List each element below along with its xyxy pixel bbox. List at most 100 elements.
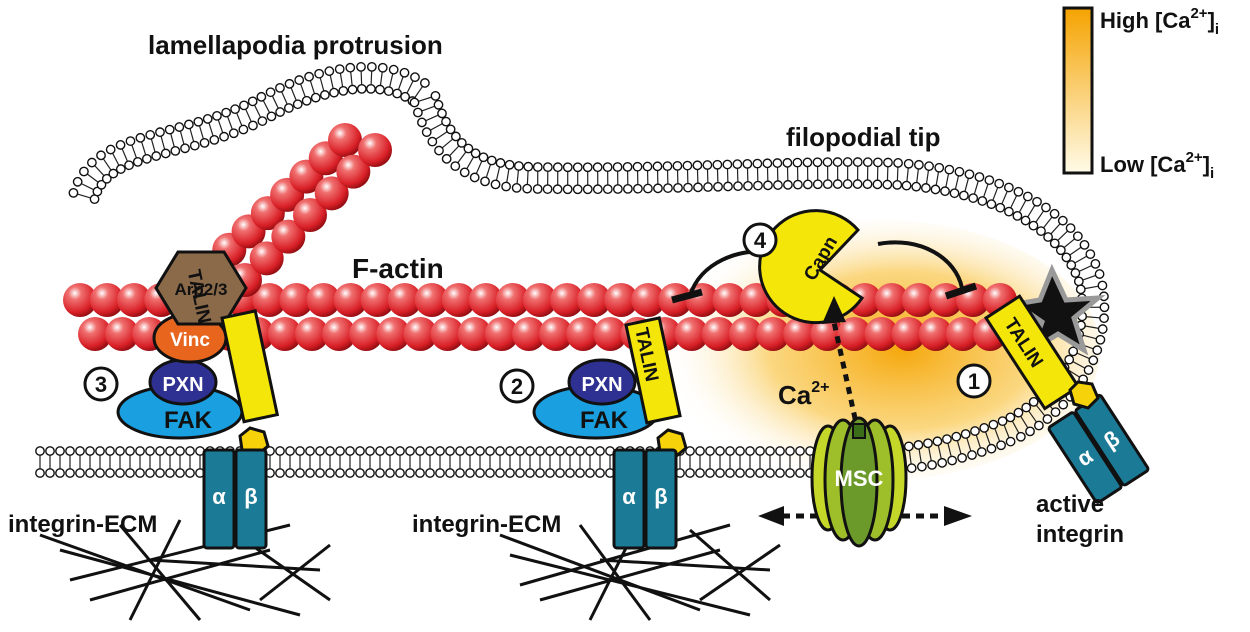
lipid-head — [745, 446, 755, 456]
lipid-head — [1057, 215, 1068, 226]
actin-monomer — [333, 283, 368, 317]
lipid-head — [105, 446, 115, 456]
lipid-head — [485, 468, 495, 478]
lipid-tail — [434, 130, 449, 141]
lipid-head — [515, 468, 525, 478]
lipid-head — [266, 111, 277, 122]
lipid-head — [532, 162, 543, 172]
actin-monomer — [358, 133, 392, 167]
lipid-head — [170, 145, 181, 156]
lipid-head — [1073, 276, 1084, 287]
lipid-tail — [424, 114, 440, 122]
lipid-tail — [86, 172, 100, 184]
actin-monomer — [90, 283, 125, 317]
membrane-lower — [35, 446, 875, 478]
lipid-head — [622, 161, 633, 172]
lipid-head — [405, 446, 415, 456]
lipid-head — [455, 446, 465, 456]
lipid-head — [334, 64, 345, 75]
lipid-head — [284, 78, 295, 89]
lipid-head — [555, 468, 565, 478]
actin-monomer — [864, 317, 899, 351]
lipid-head — [105, 468, 115, 478]
lipid-tail — [271, 94, 280, 110]
lipid-head — [377, 62, 388, 73]
lipid-head — [45, 446, 55, 456]
lipid-tail — [413, 85, 424, 99]
lipid-head — [852, 157, 863, 167]
lipid-head — [782, 157, 793, 168]
lipid-head — [944, 164, 955, 175]
lipid-tail — [76, 193, 92, 199]
lipid-tail — [262, 99, 271, 114]
lamellapodia-title: lamellapodia protrusion — [148, 30, 443, 60]
lipid-tail — [1000, 190, 1009, 205]
lipid-head — [924, 161, 934, 172]
lipid-head — [632, 161, 643, 172]
actin-monomer — [63, 283, 97, 317]
actin-monomer — [604, 283, 639, 317]
lipid-tail — [441, 138, 454, 149]
actin-monomer — [117, 283, 152, 317]
lipid-head — [366, 61, 377, 72]
lipid-head — [421, 127, 432, 138]
lipid-head — [930, 184, 941, 195]
lipid-head — [643, 183, 653, 194]
arp23-label: Arp2/3 — [175, 280, 228, 299]
lipid-head — [480, 176, 490, 187]
lipid-head — [228, 128, 239, 139]
lipid-head — [35, 446, 45, 456]
lipid-head — [1083, 365, 1094, 375]
lipid-tail — [1083, 285, 1100, 290]
lipid-head — [385, 468, 395, 478]
actin-monomer — [593, 317, 628, 351]
lipid-tail — [456, 150, 467, 164]
lipid-tail — [189, 127, 195, 143]
lipid-tail — [217, 118, 224, 134]
lipid-tail — [465, 155, 475, 170]
msc-subunit — [839, 416, 879, 548]
lipid-head — [292, 99, 303, 110]
lipid-head — [366, 83, 376, 94]
lipid-tail — [1035, 404, 1046, 417]
talin-protein — [220, 309, 280, 424]
lipid-tail — [208, 121, 214, 137]
lipid-head — [345, 446, 355, 456]
actin-monomer — [918, 317, 953, 351]
lipid-head — [425, 468, 435, 478]
lipid-head — [338, 85, 349, 96]
lipid-head — [185, 468, 195, 478]
lipid-head — [505, 446, 515, 456]
lipid-head — [994, 178, 1005, 189]
lipid-tail — [908, 449, 912, 465]
lipid-head — [145, 130, 156, 140]
lipid-head — [715, 468, 725, 478]
lipid-head — [495, 468, 505, 478]
lipid-tail — [1056, 229, 1069, 242]
lipid-head — [940, 186, 950, 197]
lipid-head — [545, 468, 555, 478]
lipid-head — [795, 446, 805, 456]
lipid-head — [812, 179, 823, 190]
lipid-head — [893, 158, 903, 168]
actin-monomer — [360, 283, 395, 317]
lipid-head — [115, 140, 126, 150]
lipid-tail — [982, 183, 989, 199]
lipid-head — [1065, 223, 1076, 234]
lipid-head — [872, 157, 883, 168]
integrin-alpha-subunit — [612, 448, 646, 550]
lipid-head — [285, 446, 295, 456]
lipid-tail — [991, 186, 999, 202]
lipid-head — [385, 446, 395, 456]
lipid-tail — [1073, 255, 1088, 264]
actin-monomer — [387, 283, 422, 317]
lipid-head — [427, 136, 438, 147]
lipid-head — [490, 179, 501, 190]
lipid-head — [441, 116, 451, 127]
actin-monomer — [414, 283, 449, 317]
actin-monomer — [441, 283, 476, 317]
lipid-head — [997, 416, 1008, 427]
lipid-tail — [360, 70, 363, 86]
lipid-tail — [198, 124, 205, 140]
fak-label: FAK — [164, 407, 213, 434]
